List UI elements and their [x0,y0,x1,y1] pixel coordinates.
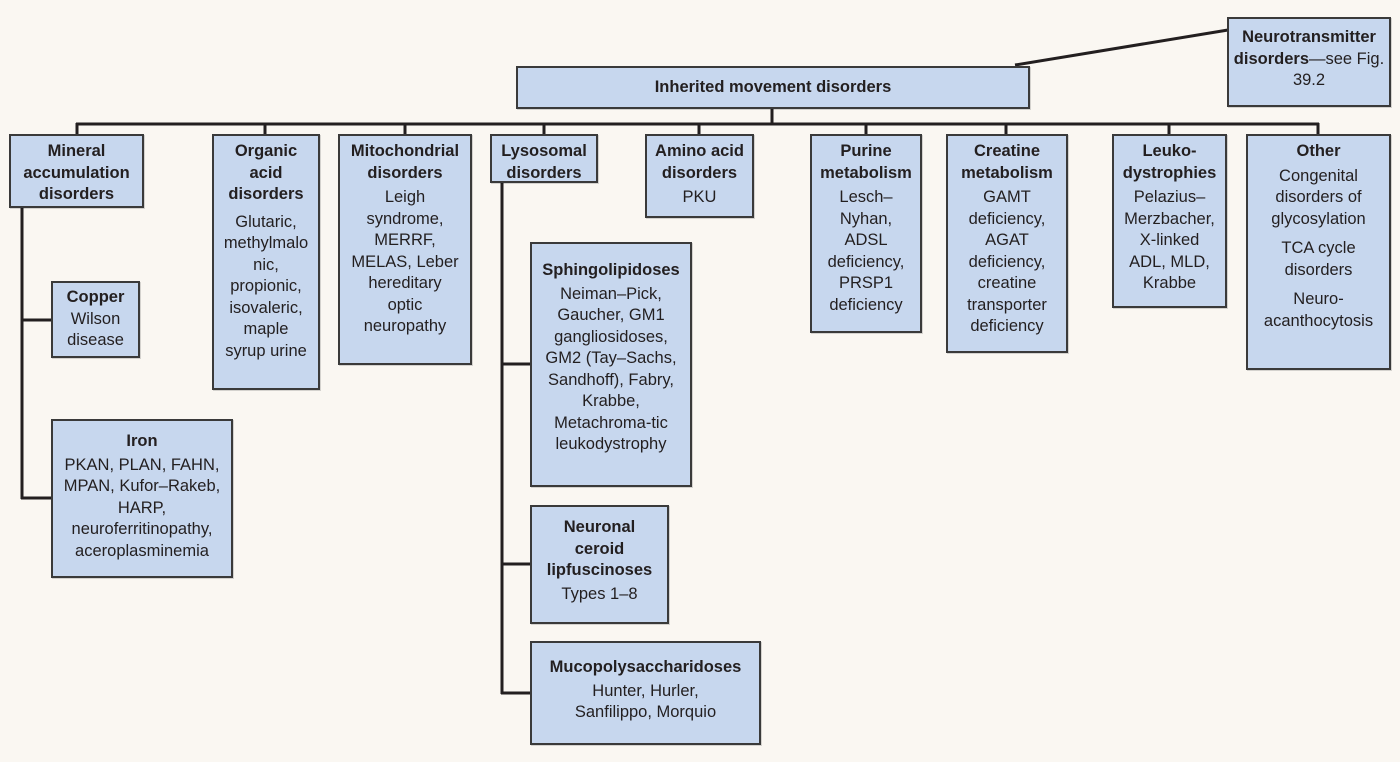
subcategory-body-mps: Hunter, Hurler, Sanfilippo, Morquio [574,681,717,722]
category-title-organic: Organic acid disorders [228,142,304,203]
category-box-other: Other Congenital disorders of glycosylat… [1246,134,1391,370]
root-box-inherited-movement-disorders: Inherited movement disorders [516,66,1030,109]
subcategory-box-copper: Copper Wilson disease [51,281,140,358]
subcategory-box-sphingolipidoses: Sphingolipidoses Neiman–Pick, Gaucher, G… [530,242,692,487]
category-box-amino-acid: Amino acid disorders PKU [645,134,754,218]
connector-root-neurotransmitter [1014,28,1229,67]
subcategory-title-ncl: Neuronal ceroid lipfuscinoses [546,518,653,579]
neurotransmitter-title: Neurotransmitter disorders [1233,28,1376,68]
category-title-mitochondrial: Mitochondrial disorders [350,142,460,182]
subcategory-body-iron: PKAN, PLAN, FAHN, MPAN, Kufor–Rakeb, HAR… [63,455,221,560]
category-title-creatine: Creatine metabolism [961,142,1053,182]
other-item-congenital-glycosylation: Congenital disorders of glycosylation [1271,166,1366,228]
category-body-leukodystrophies: Pelazius– Merzbacher, X-linked ADL, MLD,… [1124,188,1215,292]
category-title-leukodystrophies: Leuko- dystrophies [1122,142,1217,182]
subcategory-box-neuronal-ceroid-lipofuscinoses: Neuronal ceroid lipfuscinoses Types 1–8 [530,505,669,624]
category-box-creatine: Creatine metabolism GAMT deficiency, AGA… [946,134,1068,353]
category-title-amino-acid: Amino acid disorders [655,142,744,182]
category-body-amino-acid: PKU [682,188,717,206]
subcategory-body-sphingolipidoses: Neiman–Pick, Gaucher, GM1 gangliosidoses… [545,284,677,454]
subcategory-body-copper: Wilson disease [67,309,124,350]
root-label: Inherited movement disorders [654,77,892,96]
other-item-tca-cycle: TCA cycle disorders [1281,239,1356,279]
subcategory-box-mucopolysaccharidoses: Mucopolysaccharidoses Hunter, Hurler, Sa… [530,641,761,745]
category-title-mineral: Mineral accumulation disorders [23,142,130,203]
category-body-creatine: GAMT deficiency, AGAT deficiency, creati… [967,188,1047,335]
category-body-organic: Glutaric, methylmalo nic, propionic, iso… [223,212,309,360]
category-box-lysosomal: Lysosomal disorders [490,134,598,183]
category-title-purine: Purine metabolism [820,142,912,182]
category-box-purine: Purine metabolism Lesch– Nyhan, ADSL def… [810,134,922,333]
category-box-organic: Organic acid disorders Glutaric, methylm… [212,134,320,390]
subcategory-title-sphingolipidoses: Sphingolipidoses [542,261,680,279]
category-title-lysosomal: Lysosomal disorders [501,142,587,182]
subcategory-title-mps: Mucopolysaccharidoses [549,658,742,676]
subcategory-title-iron: Iron [126,432,158,450]
subcategory-body-ncl: Types 1–8 [561,584,638,603]
subcategory-box-iron: Iron PKAN, PLAN, FAHN, MPAN, Kufor–Rakeb… [51,419,233,578]
category-title-other: Other [1296,142,1341,160]
category-box-leukodystrophies: Leuko- dystrophies Pelazius– Merzbacher,… [1112,134,1227,308]
category-body-mitochondrial: Leigh syndrome, MERRF, MELAS, Leber here… [351,188,459,335]
category-body-purine: Lesch– Nyhan, ADSL deficiency, PRSP1 def… [827,188,905,314]
category-box-mitochondrial: Mitochondrial disorders Leigh syndrome, … [338,134,472,365]
other-item-neuroacanthocytosis: Neuro- acanthocytosis [1263,290,1374,330]
neurotransmitter-reference: —see Fig. 39.2 [1292,49,1385,90]
category-box-mineral: Mineral accumulation disorders [9,134,144,208]
neurotransmitter-box: Neurotransmitter disorders—see Fig. 39.2 [1227,17,1391,107]
subcategory-title-copper: Copper [66,288,125,306]
